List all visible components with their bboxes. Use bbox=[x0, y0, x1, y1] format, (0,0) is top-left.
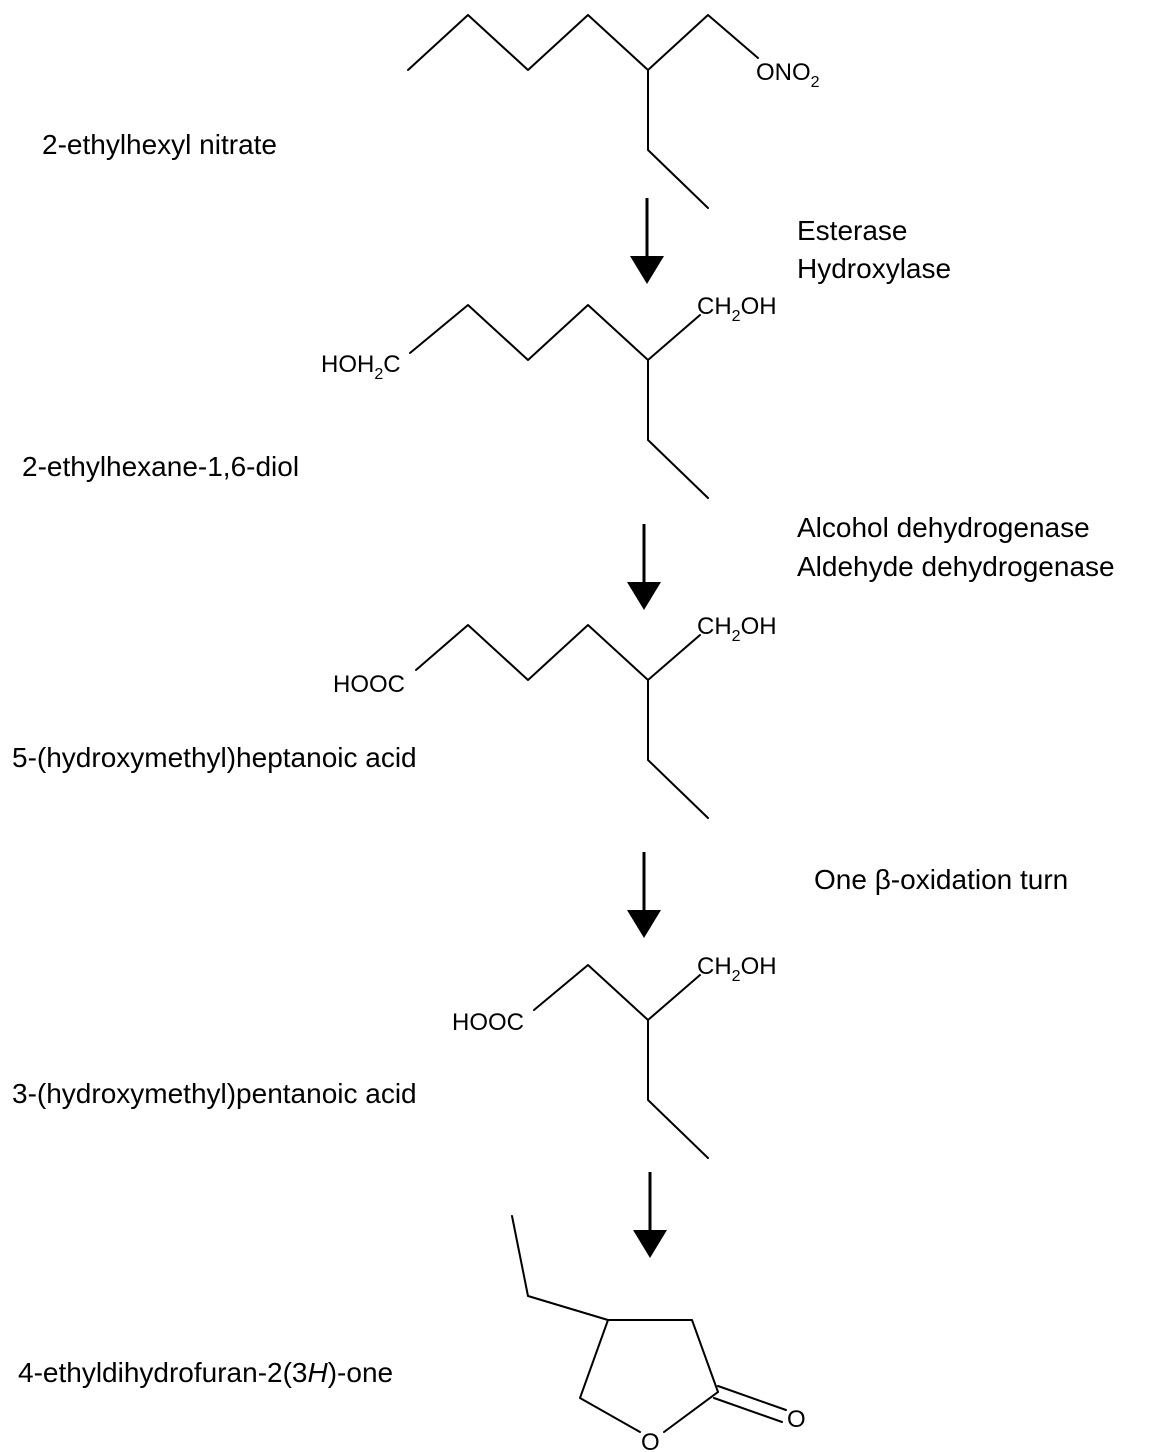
atom-ch2oh: CH2OH bbox=[697, 293, 777, 325]
atom-ch2oh: CH2OH bbox=[697, 953, 777, 985]
structure-3-hydroxymethyl-pentanoic-acid: CH2OH HOOC bbox=[452, 953, 777, 1159]
compound-label-4: 3-(hydroxymethyl)pentanoic acid bbox=[12, 1078, 417, 1109]
reaction-arrow-3 bbox=[627, 852, 661, 938]
bond-carbonyl-2 bbox=[713, 1397, 783, 1423]
atom-hooc: HOOC bbox=[333, 671, 405, 698]
atom-carbonyl-oxygen: O bbox=[787, 1406, 806, 1433]
structure-5-hydroxymethyl-heptanoic-acid: CH2OH HOOC bbox=[333, 613, 777, 819]
bond-chain bbox=[533, 964, 701, 1021]
bond-ethyl-branch bbox=[647, 1019, 709, 1159]
bond-ethyl-branch bbox=[647, 359, 709, 499]
atom-ring-oxygen: O bbox=[641, 1429, 660, 1452]
bond-ring bbox=[607, 1319, 719, 1393]
bond-chain bbox=[409, 304, 701, 361]
compound-label-3: 5-(hydroxymethyl)heptanoic acid bbox=[12, 742, 417, 773]
bond-ring bbox=[579, 1319, 641, 1433]
enzyme-label-esterase: Esterase bbox=[797, 215, 908, 246]
compound-label-2: 2-ethylhexane-1,6-diol bbox=[22, 451, 299, 482]
reaction-arrow-4 bbox=[633, 1172, 667, 1258]
bond-chain bbox=[415, 624, 701, 681]
compound-label-5: 4-ethyldihydrofuran-2(3H)-one bbox=[18, 1357, 393, 1388]
structure-4-ethyldihydrofuran-2-one: O O bbox=[511, 1215, 806, 1452]
bond-ethyl bbox=[511, 1215, 609, 1321]
bond-chain bbox=[407, 14, 759, 71]
reaction-arrow-2 bbox=[627, 524, 661, 610]
enzyme-label-alcohol-dehydrogenase: Alcohol dehydrogenase bbox=[797, 512, 1090, 543]
bond-ethyl-branch bbox=[647, 679, 709, 819]
bond-ring bbox=[663, 1391, 719, 1433]
enzyme-label-aldehyde-dehydrogenase: Aldehyde dehydrogenase bbox=[797, 551, 1115, 582]
compound-label-1: 2-ethylhexyl nitrate bbox=[42, 129, 277, 160]
atom-ono2: ONO2 bbox=[756, 59, 820, 91]
enzyme-label-hydroxylase: Hydroxylase bbox=[797, 253, 951, 284]
structure-2-ethylhexyl-nitrate: ONO2 bbox=[407, 14, 820, 209]
atom-hoh2c: HOH2C bbox=[321, 351, 401, 383]
structure-2-ethylhexane-1-6-diol: CH2OH HOH2C bbox=[321, 293, 777, 499]
reaction-arrow-1 bbox=[630, 198, 664, 284]
bond-carbonyl-1 bbox=[717, 1385, 787, 1411]
atom-hooc: HOOC bbox=[452, 1009, 524, 1036]
enzyme-label-beta-oxidation: One β-oxidation turn bbox=[814, 864, 1068, 895]
atom-ch2oh: CH2OH bbox=[697, 613, 777, 645]
bond-ethyl-branch bbox=[647, 69, 709, 209]
